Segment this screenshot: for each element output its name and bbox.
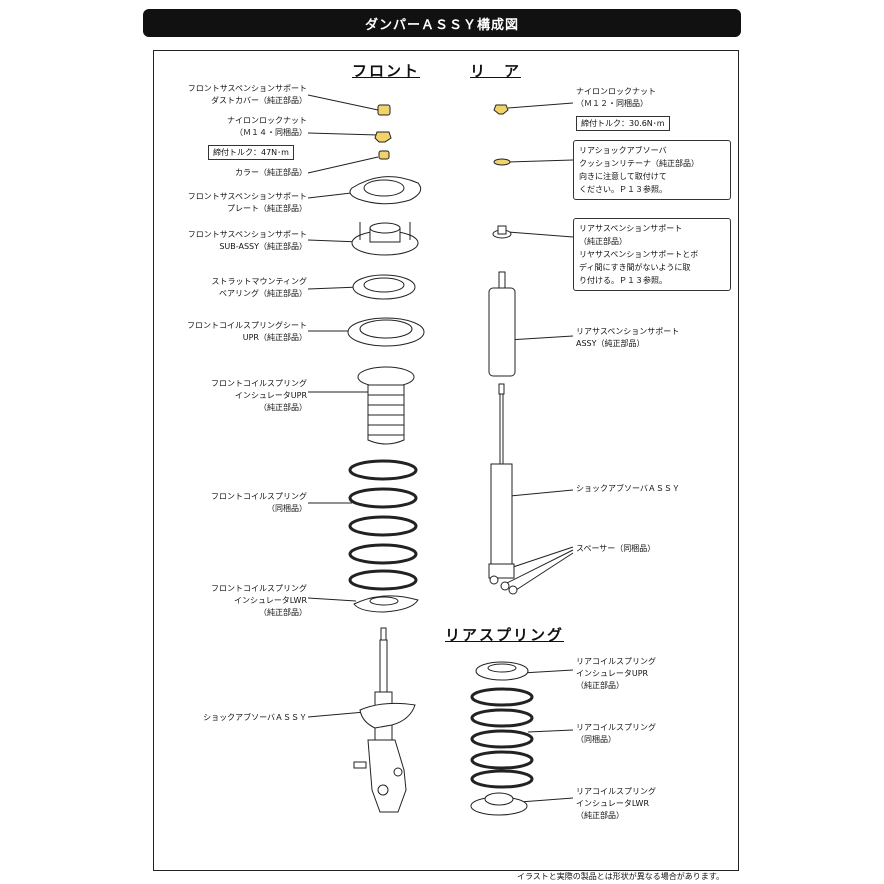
- label-front-torque: 締付トルク：47N･m: [208, 145, 294, 160]
- rear-support-assy: [488, 271, 516, 377]
- label-front-dust-cover: フロントサスペンションサポート ダストカバー（純正部品）: [187, 84, 307, 105]
- note-rear-cushion-retainer: リアショックアブソーバ クッションリテーナ（純正部品） 向きに注意して取付けて …: [573, 140, 731, 200]
- label-front-collar: カラー（純正部品）: [235, 168, 307, 177]
- front-support-plate: [349, 176, 422, 205]
- rear-support: [492, 225, 512, 239]
- label-rear-shock-absorber: ショックアブソーバＡＳＳＹ: [576, 484, 680, 493]
- label-front-bearing: ストラットマウンティング ベアリング（純正部品）: [211, 277, 307, 298]
- front-lock-nut: [374, 131, 392, 143]
- rear-lock-nut: [493, 104, 509, 115]
- label-front-support-sub-assy: フロントサスペンションサポート SUB-ASSY（純正部品）: [187, 230, 307, 251]
- label-rear-coil-spring: リアコイルスプリング （同梱品）: [576, 723, 656, 744]
- rear-insulator-upr: [475, 661, 529, 681]
- front-support-sub-assy: [351, 222, 419, 256]
- label-rear-insulator-lwr: リアコイルスプリング インシュレータLWR （純正部品）: [576, 787, 656, 820]
- label-rear-lock-nut: ナイロンロックナット （Ｍ１２・同梱品）: [576, 87, 656, 108]
- label-front-shock-absorber: ショックアブソーバＡＳＳＹ: [203, 713, 307, 722]
- front-collar: [378, 150, 390, 160]
- front-coil-spring: [348, 459, 418, 591]
- label-front-coil-spring: フロントコイルスプリング （同梱品）: [211, 492, 307, 513]
- note-rear-support: リアサスペンションサポート （純正部品） リヤサスペンションサポートとボ ディ間…: [573, 218, 731, 291]
- front-shock-absorber: [353, 627, 416, 813]
- label-front-insulator-lwr: フロントコイルスプリング インシュレータLWR （純正部品）: [211, 584, 307, 617]
- label-rear-support-assy: リアサスペンションサポート ASSY（純正部品）: [576, 327, 680, 348]
- label-front-spring-seat-upr: フロントコイルスプリングシート UPR（純正部品）: [187, 321, 307, 342]
- section-front: フロント: [352, 62, 421, 80]
- label-rear-spacer: スペーサー（同梱品）: [576, 544, 656, 553]
- front-bearing: [352, 274, 416, 300]
- label-front-insulator-upr: フロントコイルスプリング インシュレータUPR （純正部品）: [211, 379, 307, 412]
- disclaimer-footer: イラストと実際の製品とは形状が異なる場合があります。: [516, 872, 724, 881]
- front-insulator-upr: [357, 366, 415, 445]
- section-rear: リ ア: [470, 62, 522, 80]
- front-insulator-lwr: [353, 595, 419, 613]
- rear-insulator-lwr: [470, 792, 528, 816]
- rear-coil-spring: [470, 687, 534, 789]
- page-title: ダンパーＡＳＳＹ構成図: [143, 9, 741, 37]
- front-dust-cover: [377, 104, 391, 116]
- label-front-support-plate: フロントサスペンションサポート プレート（純正部品）: [187, 192, 307, 213]
- label-rear-insulator-upr: リアコイルスプリング インシュレータUPR （純正部品）: [576, 657, 656, 690]
- rear-cushion-retainer: [493, 158, 511, 166]
- label-rear-torque: 締付トルク：30.6N･m: [576, 116, 670, 131]
- section-rear-spring: リアスプリング: [445, 626, 565, 644]
- front-spring-seat-upr: [347, 317, 425, 347]
- rear-shock-absorber: [488, 383, 518, 595]
- label-front-lock-nut: ナイロンロックナット （Ｍ１４・同梱品）: [227, 116, 307, 137]
